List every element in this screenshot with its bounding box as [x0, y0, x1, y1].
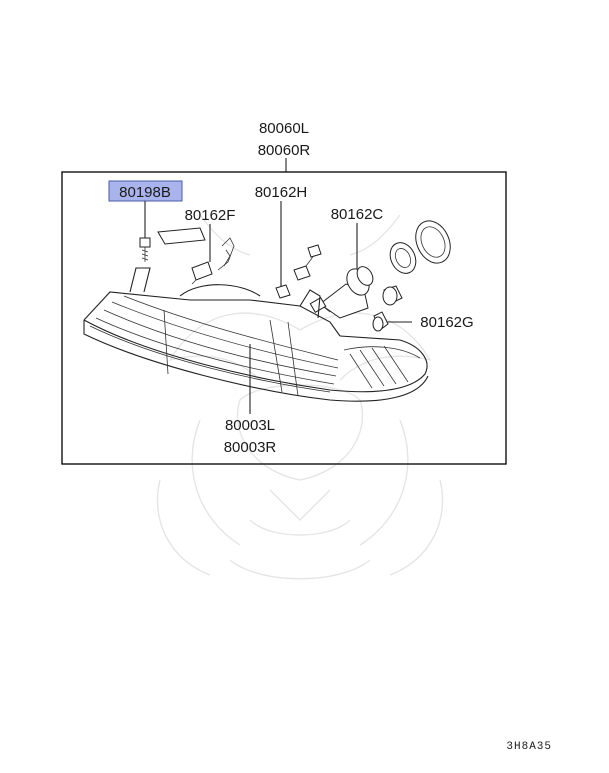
part-label-80162f[interactable]: 80162F — [185, 207, 236, 224]
part-label-80162h[interactable]: 80162H — [255, 184, 308, 201]
lens-label-left: 80003L — [225, 417, 275, 434]
bulb-socket-part-f — [157, 227, 235, 285]
side-bulb-part-g — [372, 285, 403, 332]
headlamp-lens — [89, 295, 421, 397]
lens-label-right: 80003R — [224, 439, 277, 456]
assembly-label-left: 80060L — [259, 120, 309, 137]
part-label-80162c[interactable]: 80162C — [331, 206, 384, 223]
headlamp-housing — [83, 267, 429, 402]
screw-part — [139, 237, 151, 262]
headlamp-bulb-part-c — [309, 266, 374, 319]
retaining-ring-part — [389, 220, 451, 274]
diagram-code: 3H8A35 — [506, 741, 552, 753]
part-label-80162g[interactable]: 80162G — [420, 314, 473, 331]
part-label-80198b[interactable]: 80198B — [119, 184, 171, 201]
assembly-label-right: 80060R — [258, 142, 311, 159]
wire-harness-part-h — [275, 244, 322, 299]
assembly-frame — [61, 171, 507, 465]
